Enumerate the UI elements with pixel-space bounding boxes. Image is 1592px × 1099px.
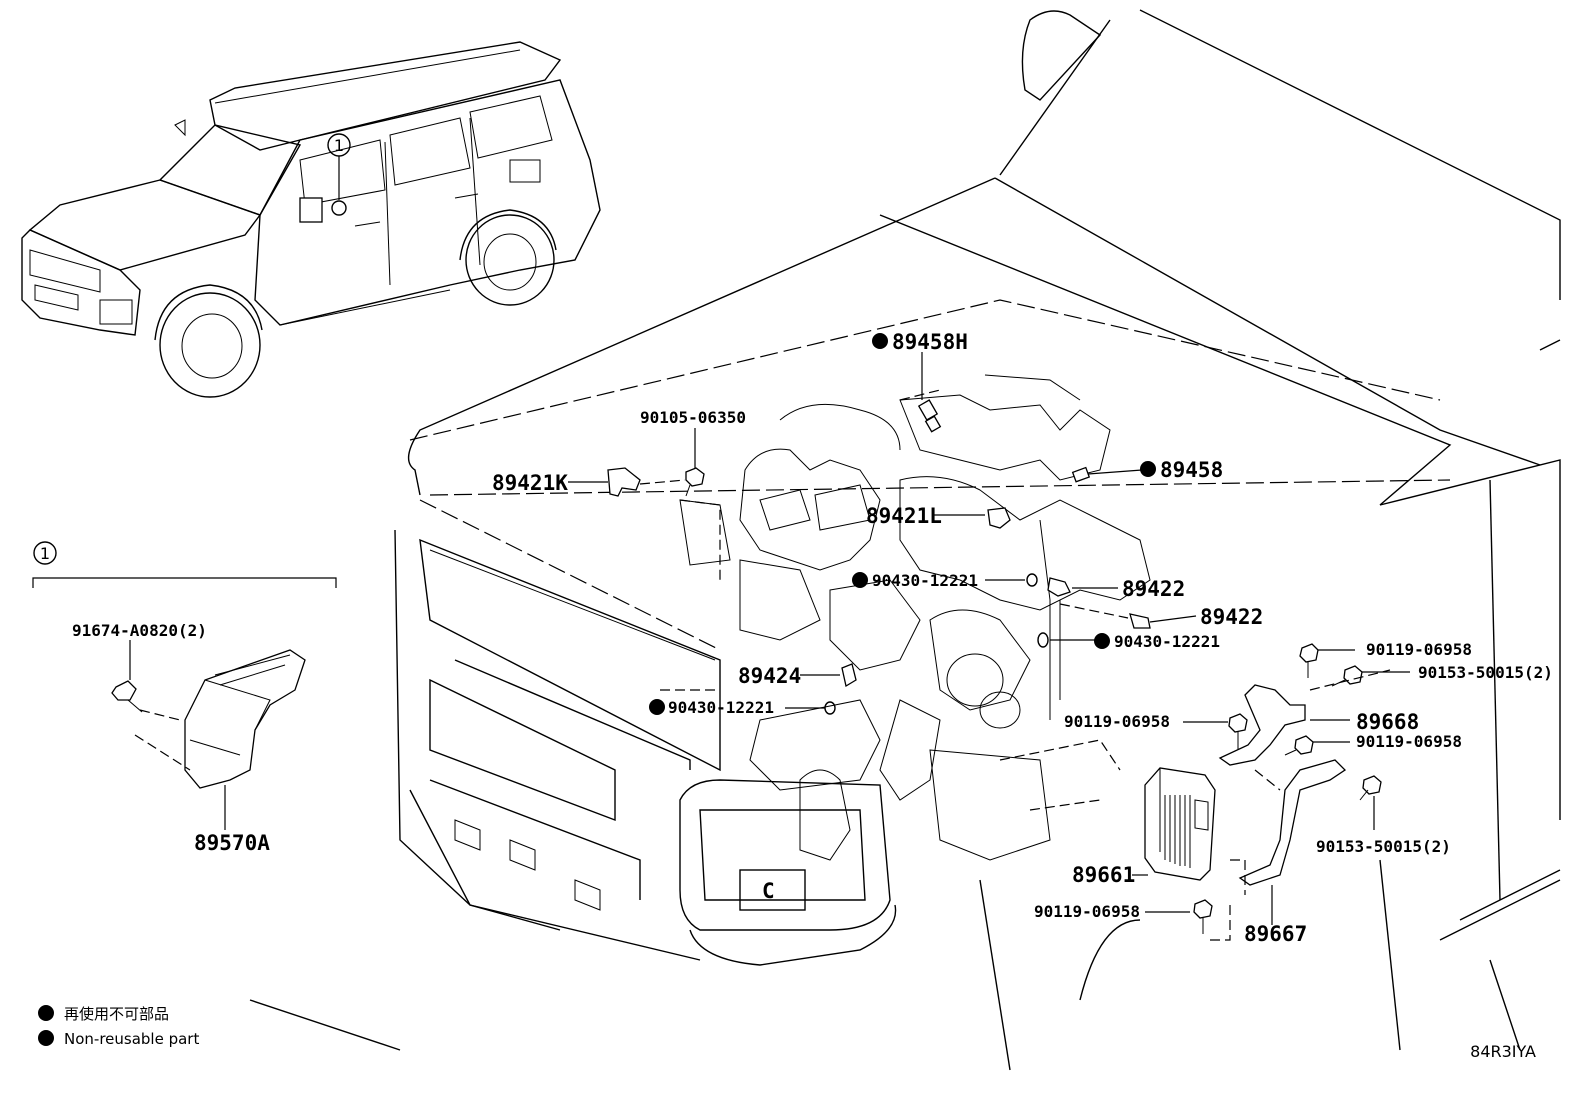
non-reusable-mark bbox=[1140, 461, 1156, 477]
label-90119-06958-a: 90119-06958 bbox=[1366, 640, 1472, 659]
label-90119-06958-d: 90119-06958 bbox=[1034, 902, 1140, 921]
sensor-89458H-shape bbox=[917, 352, 942, 433]
sensor-89421K-shape bbox=[568, 428, 705, 497]
label-90105-06350: 90105-06350 bbox=[640, 408, 746, 427]
ecu-assembly-shapes bbox=[1132, 643, 1410, 941]
label-89424: 89424 bbox=[738, 664, 801, 688]
sensor-89424-shape bbox=[800, 663, 857, 688]
non-reusable-legend-dot bbox=[38, 1030, 54, 1046]
inset-callout-label: 1 bbox=[40, 544, 50, 563]
gasket-90430-a-shape bbox=[985, 573, 1118, 597]
diagram-reference-code: 84R3IYA bbox=[1470, 1042, 1536, 1061]
non-reusable-mark bbox=[852, 572, 868, 588]
label-91674-A0820: 91674-A0820(2) bbox=[72, 621, 207, 640]
label-89570A: 89570A bbox=[194, 831, 270, 855]
bolt-icon bbox=[1193, 899, 1213, 934]
label-89458H: 89458H bbox=[892, 330, 968, 354]
bolt-icon bbox=[1331, 665, 1363, 687]
bolt-icon bbox=[1228, 713, 1248, 750]
gasket-90430-c-shape bbox=[785, 701, 836, 715]
label-89422-b: 89422 bbox=[1200, 605, 1263, 629]
label-89667: 89667 bbox=[1244, 922, 1307, 946]
main-vehicle-front-illustration: C bbox=[249, 9, 1561, 1071]
label-89421K: 89421K bbox=[492, 471, 568, 495]
legend-english: Non-reusable part bbox=[64, 1030, 199, 1048]
bolt-icon bbox=[1284, 735, 1314, 756]
bolt-icon bbox=[1359, 775, 1382, 801]
sensor-89458-shape bbox=[1071, 466, 1143, 483]
bolt-icon bbox=[1299, 643, 1319, 678]
bolt-icon bbox=[685, 467, 705, 497]
label-89661: 89661 bbox=[1072, 863, 1135, 887]
vehicle-overview-illustration: 1 bbox=[21, 41, 601, 398]
label-89458: 89458 bbox=[1160, 458, 1223, 482]
inset-sensor-module: 1 bbox=[32, 541, 337, 830]
label-90430-12221-c: 90430-12221 bbox=[668, 698, 774, 717]
sensor-89421L-shape bbox=[933, 507, 1011, 529]
legend: 再使用不可部品 Non-reusable part bbox=[38, 1005, 199, 1048]
vehicle-callout-label: 1 bbox=[334, 136, 344, 155]
legend-japanese: 再使用不可部品 bbox=[64, 1005, 169, 1023]
sensor-89422-b-shape bbox=[1059, 603, 1197, 629]
label-90119-06958-c: 90119-06958 bbox=[1356, 732, 1462, 751]
label-89668: 89668 bbox=[1356, 710, 1419, 734]
label-90430-12221-b: 90430-12221 bbox=[1114, 632, 1220, 651]
non-reusable-mark bbox=[1094, 633, 1110, 649]
non-reusable-mark bbox=[649, 699, 665, 715]
headlamp-c-mark: C bbox=[762, 879, 775, 903]
gasket-90430-b-shape bbox=[1037, 632, 1095, 648]
label-90119-06958-b: 90119-06958 bbox=[1064, 712, 1170, 731]
non-reusable-mark bbox=[872, 333, 888, 349]
bolt-icon bbox=[111, 680, 143, 713]
label-90153-50015-b: 90153-50015(2) bbox=[1316, 837, 1451, 856]
label-89421L: 89421L bbox=[866, 504, 942, 528]
label-90153-50015-a: 90153-50015(2) bbox=[1418, 663, 1553, 682]
non-reusable-legend-dot bbox=[38, 1005, 54, 1021]
label-90430-12221-a: 90430-12221 bbox=[872, 571, 978, 590]
label-89422-a: 89422 bbox=[1122, 577, 1185, 601]
